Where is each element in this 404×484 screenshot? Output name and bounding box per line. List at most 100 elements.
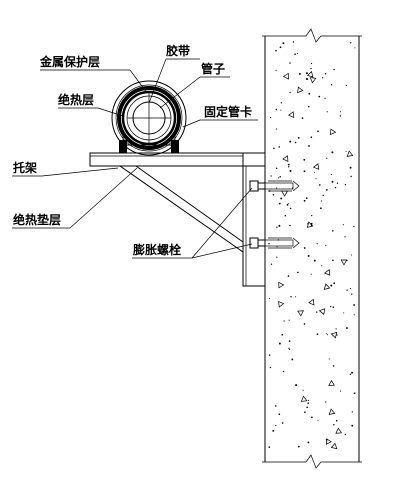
concrete-dot <box>353 304 356 306</box>
concrete-dot <box>330 284 333 287</box>
concrete-dot <box>289 62 291 64</box>
concrete-dot <box>280 197 283 200</box>
concrete-dot <box>278 146 280 148</box>
bolt-washer <box>257 182 266 190</box>
concrete-dot <box>288 340 291 342</box>
concrete-dot <box>270 175 272 177</box>
concrete-dot <box>328 358 330 360</box>
concrete-dot <box>286 204 289 206</box>
concrete-dot <box>278 177 280 179</box>
concrete-dot <box>287 275 290 277</box>
concrete-dot <box>332 230 334 232</box>
concrete-aggregate <box>297 86 304 94</box>
leader-lines <box>12 58 258 259</box>
tape-ring <box>115 84 183 152</box>
concrete-dot <box>310 136 313 139</box>
concrete-dot <box>279 46 282 49</box>
concrete-dot <box>325 244 327 246</box>
bracket-arm <box>89 152 266 167</box>
concrete-dot <box>279 175 281 178</box>
concrete-dot <box>345 327 348 329</box>
label-expansion-bolt: 膨胀螺栓 <box>132 242 181 257</box>
concrete-dot <box>308 145 310 147</box>
concrete-dot <box>289 91 291 94</box>
concrete-dot <box>303 158 306 161</box>
concrete-aggregate <box>297 310 304 317</box>
concrete-dot <box>287 202 289 205</box>
concrete-dot <box>349 373 352 376</box>
concrete-dot <box>327 334 329 336</box>
concrete-aggregate <box>335 427 343 434</box>
concrete-dot <box>289 224 291 227</box>
concrete-aggregate <box>308 298 315 306</box>
concrete-dot <box>282 370 285 373</box>
concrete-dot <box>278 224 281 227</box>
concrete-dot <box>289 140 292 143</box>
concrete-dot <box>330 305 332 308</box>
concrete-aggregate <box>282 155 289 162</box>
concrete-aggregate <box>328 379 335 386</box>
concrete-dot <box>288 347 290 349</box>
concrete-dot <box>345 150 347 153</box>
concrete-dot <box>288 349 290 351</box>
concrete-dot <box>351 411 353 413</box>
concrete-dot <box>307 254 310 257</box>
concrete-dot <box>303 199 306 202</box>
concrete-dot <box>308 399 310 401</box>
concrete-dot <box>310 62 313 65</box>
wall-break-line-bottom <box>262 454 362 469</box>
concrete-dot <box>306 197 308 199</box>
concrete-aggregate <box>330 331 338 339</box>
concrete-dot <box>281 422 284 424</box>
concrete-aggregate <box>330 128 337 136</box>
concrete-dot <box>272 194 275 196</box>
concrete-dot <box>289 207 292 210</box>
concrete-dot <box>333 282 336 285</box>
concrete-dot <box>276 246 278 248</box>
concrete-aggregate <box>300 395 308 402</box>
concrete-dot <box>351 371 354 374</box>
label-pipe-clamp: 固定管卡 <box>204 104 252 119</box>
concrete-dot <box>308 92 311 95</box>
expansion-bolt-upper <box>249 180 300 192</box>
concrete-dot <box>330 173 332 176</box>
concrete-dot <box>316 311 318 313</box>
concrete-aggregate <box>324 269 331 276</box>
concrete-dot <box>268 354 271 356</box>
concrete-dot <box>289 170 292 172</box>
concrete-dot <box>321 265 323 267</box>
bracket-brace-top <box>119 165 244 253</box>
concrete-dot <box>272 429 275 432</box>
concrete-dot <box>339 390 341 392</box>
pipe-assembly <box>111 80 187 156</box>
concrete-dot <box>303 170 306 173</box>
concrete-dot <box>268 446 271 448</box>
concrete-dot <box>324 72 327 75</box>
concrete-dot <box>278 413 281 416</box>
label-tape: 胶带 <box>166 43 190 58</box>
concrete-dot <box>353 314 355 316</box>
bolt-sleeve-tip <box>292 180 300 192</box>
concrete-dot <box>350 288 352 290</box>
concrete-dot <box>336 334 338 336</box>
concrete-aggregate <box>340 259 348 266</box>
concrete-dot <box>294 53 296 55</box>
concrete-dot <box>292 41 295 43</box>
concrete-dot <box>353 392 356 395</box>
label-pipe: 管子 <box>201 61 225 76</box>
concrete-dot <box>288 319 290 321</box>
concrete-dot <box>325 333 327 335</box>
concrete-dot <box>313 171 315 173</box>
concrete-hatch <box>268 41 356 450</box>
concrete-dot <box>351 293 353 295</box>
concrete-dot <box>320 200 323 202</box>
concrete-dot <box>344 236 346 238</box>
concrete-aggregate <box>312 163 320 170</box>
concrete-dot <box>270 263 273 265</box>
concrete-dot <box>350 254 353 256</box>
concrete-dot <box>349 166 352 169</box>
expansion-bolt-lower <box>249 237 300 249</box>
concrete-dot <box>275 69 277 71</box>
